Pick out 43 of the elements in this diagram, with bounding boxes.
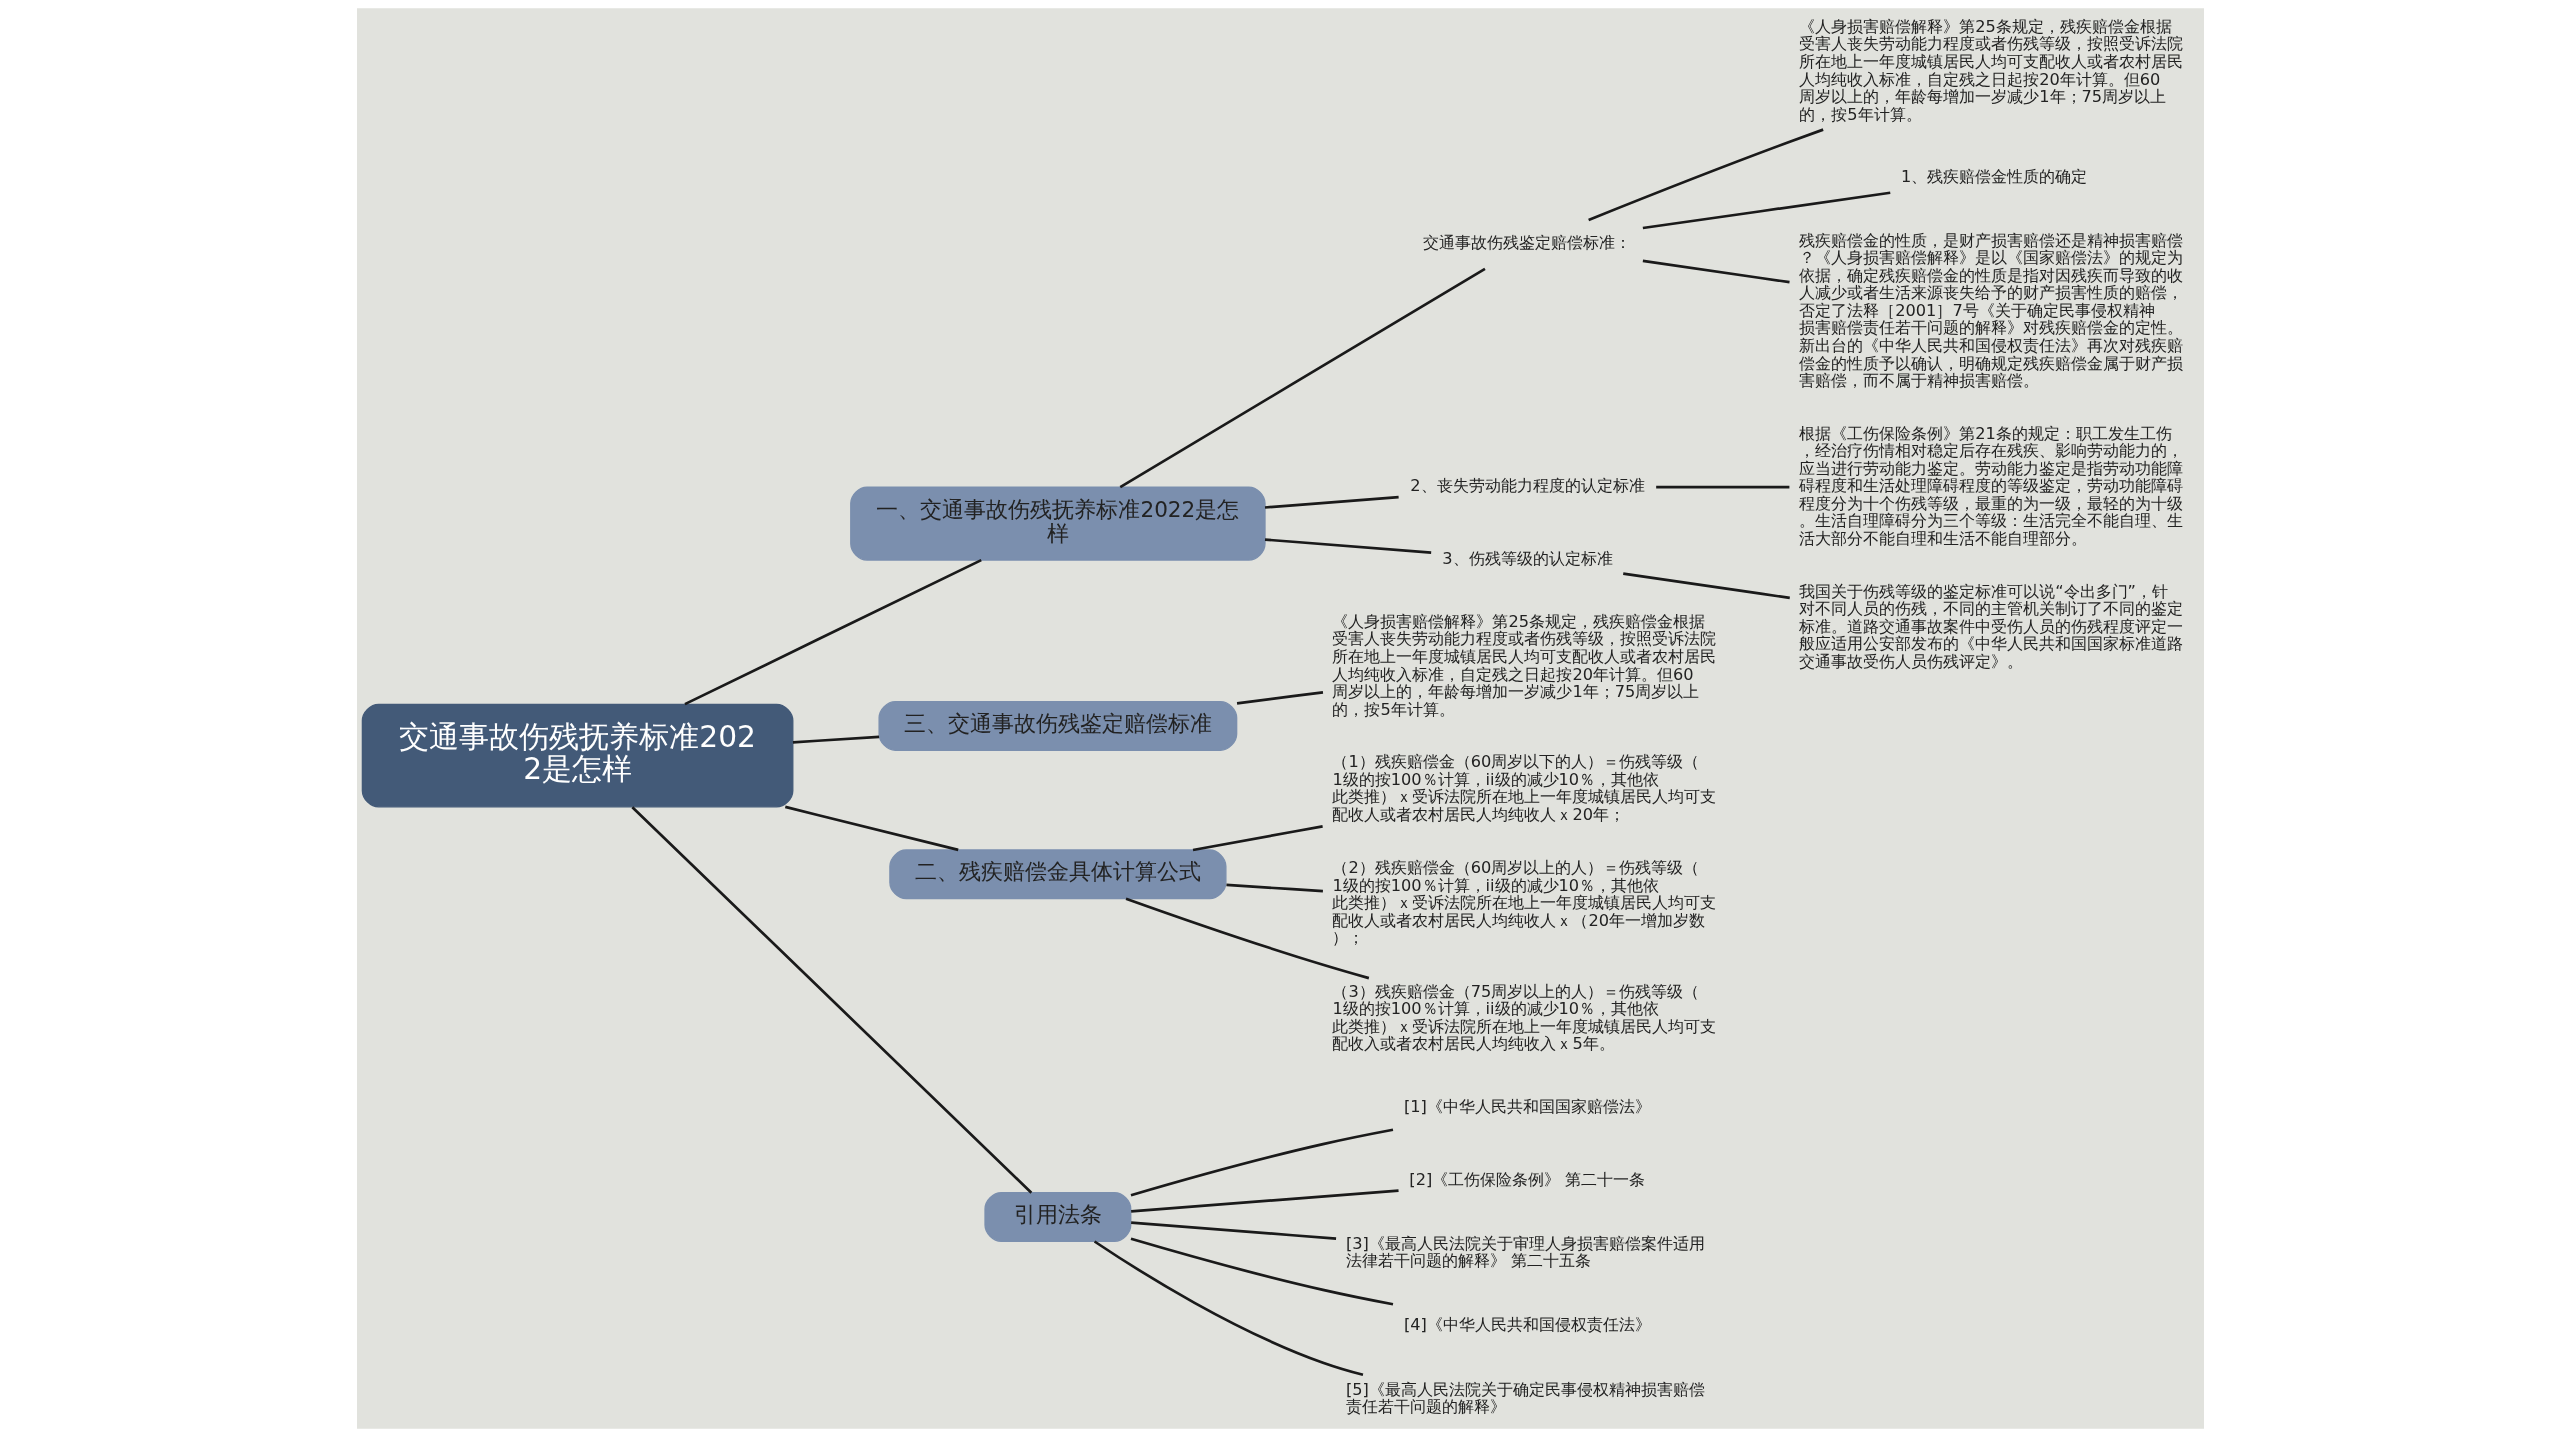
connector [1119,267,1486,489]
connector [1130,1189,1399,1213]
node-box: 三、交通事故伤残鉴定赔偿标准 [877,700,1237,751]
connector [1225,883,1323,893]
node-text: 根据《工伤保险条例》第21条的规定：职工发生工伤，经治疗伤情相对稳定后存在残疾、影响劳动能力的，应当进行劳动能力鉴定。劳动能力鉴定是指劳动功能障碍程度和生活处理障碍程度的等级鉴定，劳动功能障碍程度分为十个伤残等级，最重的为一级，最轻的为十级。生活自理障碍分为三个等级：生活完全不能自理、生活大部分不能自理和生活不能自理部分。 [1798,423,2183,548]
connector [1130,1221,1336,1240]
connector [1264,538,1431,554]
node-text: （3）残疾赔偿金（75周岁以上的人）＝伤残等级（1级的按100％计算，ii级的减少10％，其他依此类推）ｘ受诉法院所在地上一年度城镇居民人均可支配收入或者农村居民人均纯收入ｘ5年。 [1331,981,1716,1054]
connector [1622,572,1790,600]
connector [1655,485,1789,489]
node-text: [5]《最高人民法院关于确定民事侵权精神损害赔偿责任若干问题的解释》 [1345,1379,1705,1417]
node-text: [1]《中华人民共和国国家赔偿法》 [1403,1096,1651,1116]
connector [1264,495,1399,509]
node-text: （2）残疾赔偿金（60周岁以上的人）＝伤残等级（1级的按100％计算，ii级的减少10％，其他依此类推）ｘ受诉法院所在地上一年度城镇居民人均可支配收人或者农村居民人均纯收人ｘ（20年一增加岁数）； [1331,858,1716,948]
node-box: 引用法条 [983,1192,1131,1242]
connector [1236,691,1323,705]
node-text: 交通事故伤残鉴定赔偿标准： [1422,233,1631,253]
connector [1642,191,1890,230]
node-text: 1、残疾赔偿金性质的确定 [1900,167,2087,187]
node-text: 我国关于伤残等级的鉴定标准可以说“令出多门”，针对不同人员的伤残，不同的主管机关制订了不同的鉴定标准。道路交通事故案件中受伤人员的伤残程度评定一般应适用公安部发布的《中华人民共和国国家标准道路交通事故受伤人员伤残评定》。 [1798,581,2183,671]
connector [1642,259,1790,284]
connector [630,806,1032,1194]
connector [1125,897,1369,980]
node-box: 一、交通事故伤残抚养标准2022是怎样 [849,486,1266,561]
node-box: 二、残疾赔偿金具体计算公式 [888,849,1227,900]
node-text: [4]《中华人民共和国侵权责任法》 [1403,1315,1651,1335]
node-text: [2]《工伤保险条例》 第二十一条 [1408,1169,1645,1189]
connector [792,735,879,744]
connector [1093,1240,1363,1377]
connector [683,558,982,706]
node-box: 交通事故伤残抚养标准2022是怎样 [361,703,793,808]
node-text: 残疾赔偿金的性质，是财产损害赔偿还是精神损害赔偿？《人身损害赔偿解释》是以《国家赔偿法》的规定为依据，确定残疾赔偿金的性质是指对因残疾而导致的收人减少或者生活来源丧失给予的财产损害性质的赔偿，否定了法释［2001］7号《关于确定民事侵权精神损害赔偿责任若干问题的解释》对残疾赔偿金的定性。新出台的《中华人民共和国侵权责任法》再次对残疾赔偿金的性质予以确认，明确规定残疾赔偿金属于财产损害赔偿，而不属于精神损害赔偿。 [1798,230,2183,391]
node-text: 2、丧失劳动能力程度的认定标准 [1409,476,1645,496]
connector [1192,825,1323,852]
connector [784,805,959,852]
node-text: 《人身损害赔偿解释》第25条规定，残疾赔偿金根据受害人丧失劳动能力程度或者伤残等级，按照受诉法院所在地上一年度城镇居民人均可支配收人或者农村居民人均纯收入标准，自定残之日起按20年计算。但60周岁以上的，年龄每增加一岁减少1年；75周岁以上的，按5年计算。 [1798,16,2183,124]
connector [1130,1128,1393,1197]
connector [1587,128,1824,222]
node-text: 3、伤残等级的认定标准 [1441,549,1613,569]
node-text: [3]《最高人民法院关于审理人身损害赔偿案件适用法律若干问题的解释》 第二十五条 [1345,1233,1705,1271]
node-text: 《人身损害赔偿解释》第25条规定，残疾赔偿金根据受害人丧失劳动能力程度或者伤残等级，按照受诉法院所在地上一年度城镇居民人均可支配收人或者农村居民人均纯收入标准，自定残之日起按20年计算。但60周岁以上的，年龄每增加一岁减少1年；75周岁以上的，按5年计算。 [1331,611,1716,719]
connector [1130,1237,1393,1306]
node-text: （1）残疾赔偿金（60周岁以下的人）＝伤残等级（1级的按100％计算，ii级的减少10％，其他依此类推）ｘ受诉法院所在地上一年度城镇居民人均可支配收人或者农村居民人均纯收人ｘ20年； [1331,752,1716,824]
